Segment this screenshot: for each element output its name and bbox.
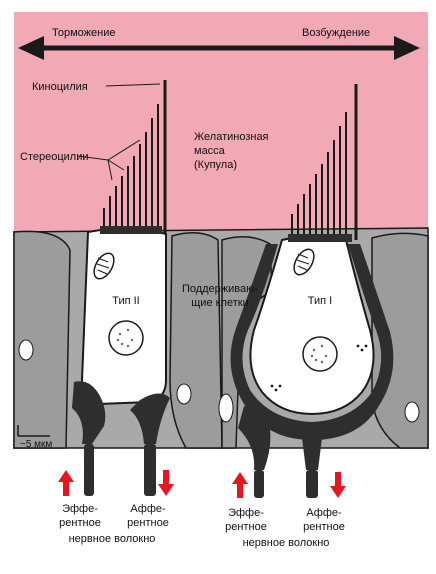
left-efferent-up-arrow (58, 470, 74, 496)
left-afferent-label-line2: рентное (127, 517, 169, 529)
left-afferent-down-arrow (158, 470, 174, 496)
type1-efferent-ending (238, 406, 271, 470)
right-efferent-up-arrow (232, 472, 248, 498)
right-afferent-label-line1: Аффе- (306, 507, 342, 519)
type2-hair-bundle (100, 80, 167, 234)
type1-hair-bundle (288, 84, 358, 242)
type2-fiber-stalks (84, 444, 156, 496)
type2-afferent-ending (130, 393, 170, 444)
left-fiber-caption: нервное волокно (69, 533, 156, 545)
right-afferent-down-arrow (330, 472, 346, 498)
supporting-cell-granules (18, 339, 420, 423)
left-efferent-label-line2: рентное (59, 517, 101, 529)
gelatinous-label-line2: масса (194, 145, 226, 157)
supporting-cells-label-line1: Поддерживаю- (182, 283, 258, 295)
right-afferent-label-line2: рентное (303, 521, 345, 533)
type2-efferent-ending (72, 381, 106, 444)
scale-label: ~5 мкм (20, 439, 52, 450)
stereocilia-label: Стереоцилии (20, 151, 88, 163)
type1-calyx-stalk (302, 438, 322, 470)
excitation-label: Возбуждение (302, 27, 370, 39)
type2-label: Тип II (112, 295, 140, 307)
cupula-region (14, 12, 428, 234)
leader-lines (77, 83, 161, 181)
right-efferent-label-line2: рентное (225, 521, 267, 533)
type1-nucleus (302, 336, 338, 372)
right-efferent-label-line1: Эффе- (228, 507, 264, 519)
inhibition-label: Торможение (52, 27, 115, 39)
direction-arrow (18, 36, 420, 60)
fiber-activity-arrows (58, 470, 346, 498)
type1-label: Тип I (308, 295, 332, 307)
type1-fiber-stalks (254, 470, 318, 498)
type2-nucleus (108, 320, 144, 356)
type1-hair-cell (230, 235, 394, 470)
supporting-cells-label-line2: щие клетки (191, 297, 248, 309)
right-fiber-caption: нервное волокно (243, 537, 330, 549)
kinocilium-label: Киноцилия (32, 81, 88, 93)
gelatinous-label-line1: Желатинозная (194, 131, 269, 143)
left-efferent-label-line1: Эффе- (62, 503, 98, 515)
left-afferent-label-line1: Аффе- (130, 503, 166, 515)
gelatinous-label-line3: (Купула) (194, 159, 237, 171)
scale-bar (17, 425, 50, 437)
